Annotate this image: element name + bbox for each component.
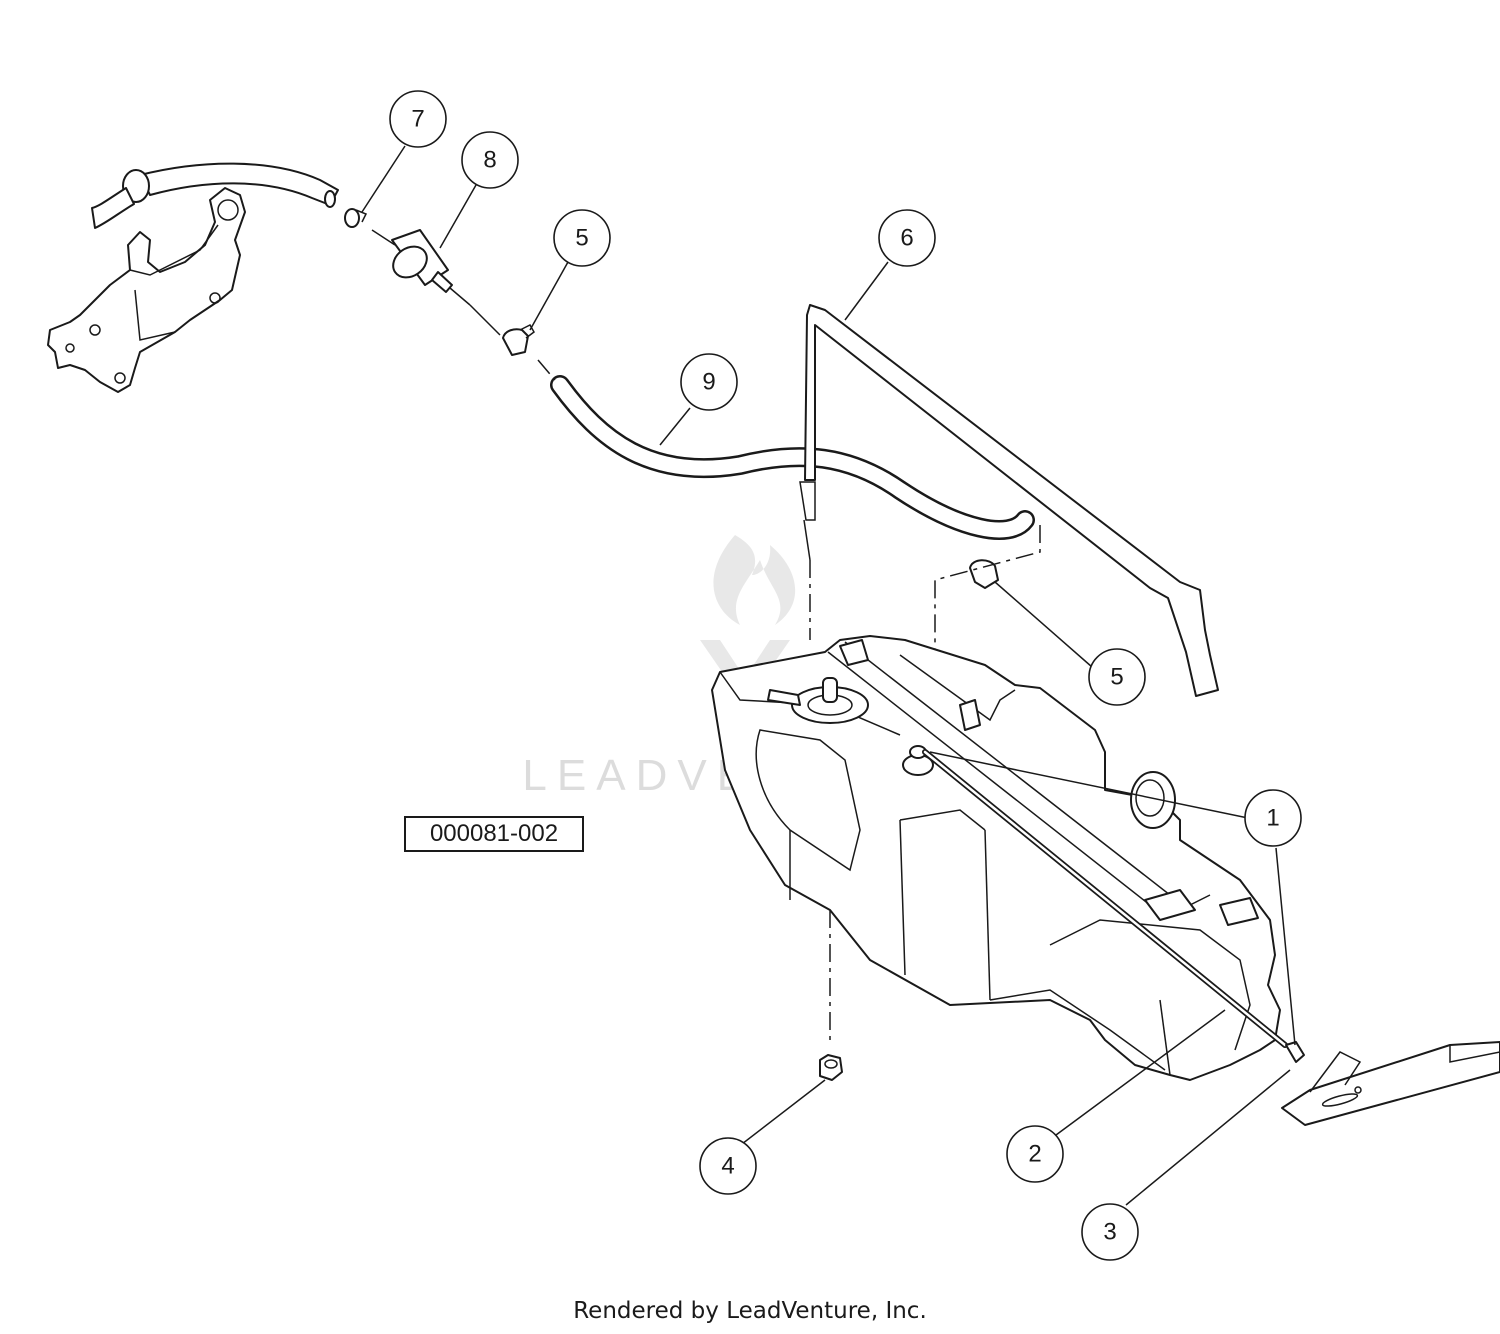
callout-7-label: 7	[411, 106, 424, 133]
hose-clamp-upper	[469, 304, 535, 356]
tank-rod	[922, 749, 1305, 1063]
callout-8: 8	[461, 131, 519, 189]
callout-9-label: 9	[702, 369, 715, 396]
fuel-filter	[371, 229, 471, 306]
callout-7: 7	[389, 90, 447, 148]
callout-2-label: 2	[1028, 1141, 1041, 1168]
hose-clamp	[344, 208, 368, 228]
callout-4: 4	[699, 1137, 757, 1195]
callout-3-label: 3	[1103, 1219, 1116, 1246]
callout-3: 3	[1081, 1203, 1139, 1261]
callout-5-upper-label: 5	[575, 225, 588, 252]
engine-bracket	[47, 187, 246, 393]
callout-4-label: 4	[721, 1153, 734, 1180]
callout-1-upper: 1	[1244, 789, 1302, 847]
callout-6: 6	[878, 209, 936, 267]
flange-nut	[819, 910, 843, 1081]
engine-fuel-line	[91, 162, 339, 229]
callout-9: 9	[680, 353, 738, 411]
fuel-hose	[537, 359, 1035, 540]
callout-5-lower: 5	[1088, 648, 1146, 706]
callout-5-lower-label: 5	[1110, 664, 1123, 691]
tank-strap	[799, 304, 1219, 697]
callout-6-label: 6	[900, 225, 913, 252]
callout-2: 2	[1006, 1125, 1064, 1183]
callout-5-upper: 5	[553, 209, 611, 267]
fuel-tank	[711, 635, 1281, 1081]
hose-clamp-lower	[934, 525, 1041, 690]
footer-credit: Rendered by LeadVenture, Inc.	[573, 1298, 927, 1324]
callout-1-upper-label: 1	[1266, 805, 1279, 832]
callout-8-label: 8	[483, 147, 496, 174]
frame-rail	[1281, 1041, 1500, 1126]
leader-lines	[361, 145, 1296, 1206]
diagram-reference-number: 000081-002	[404, 816, 584, 852]
